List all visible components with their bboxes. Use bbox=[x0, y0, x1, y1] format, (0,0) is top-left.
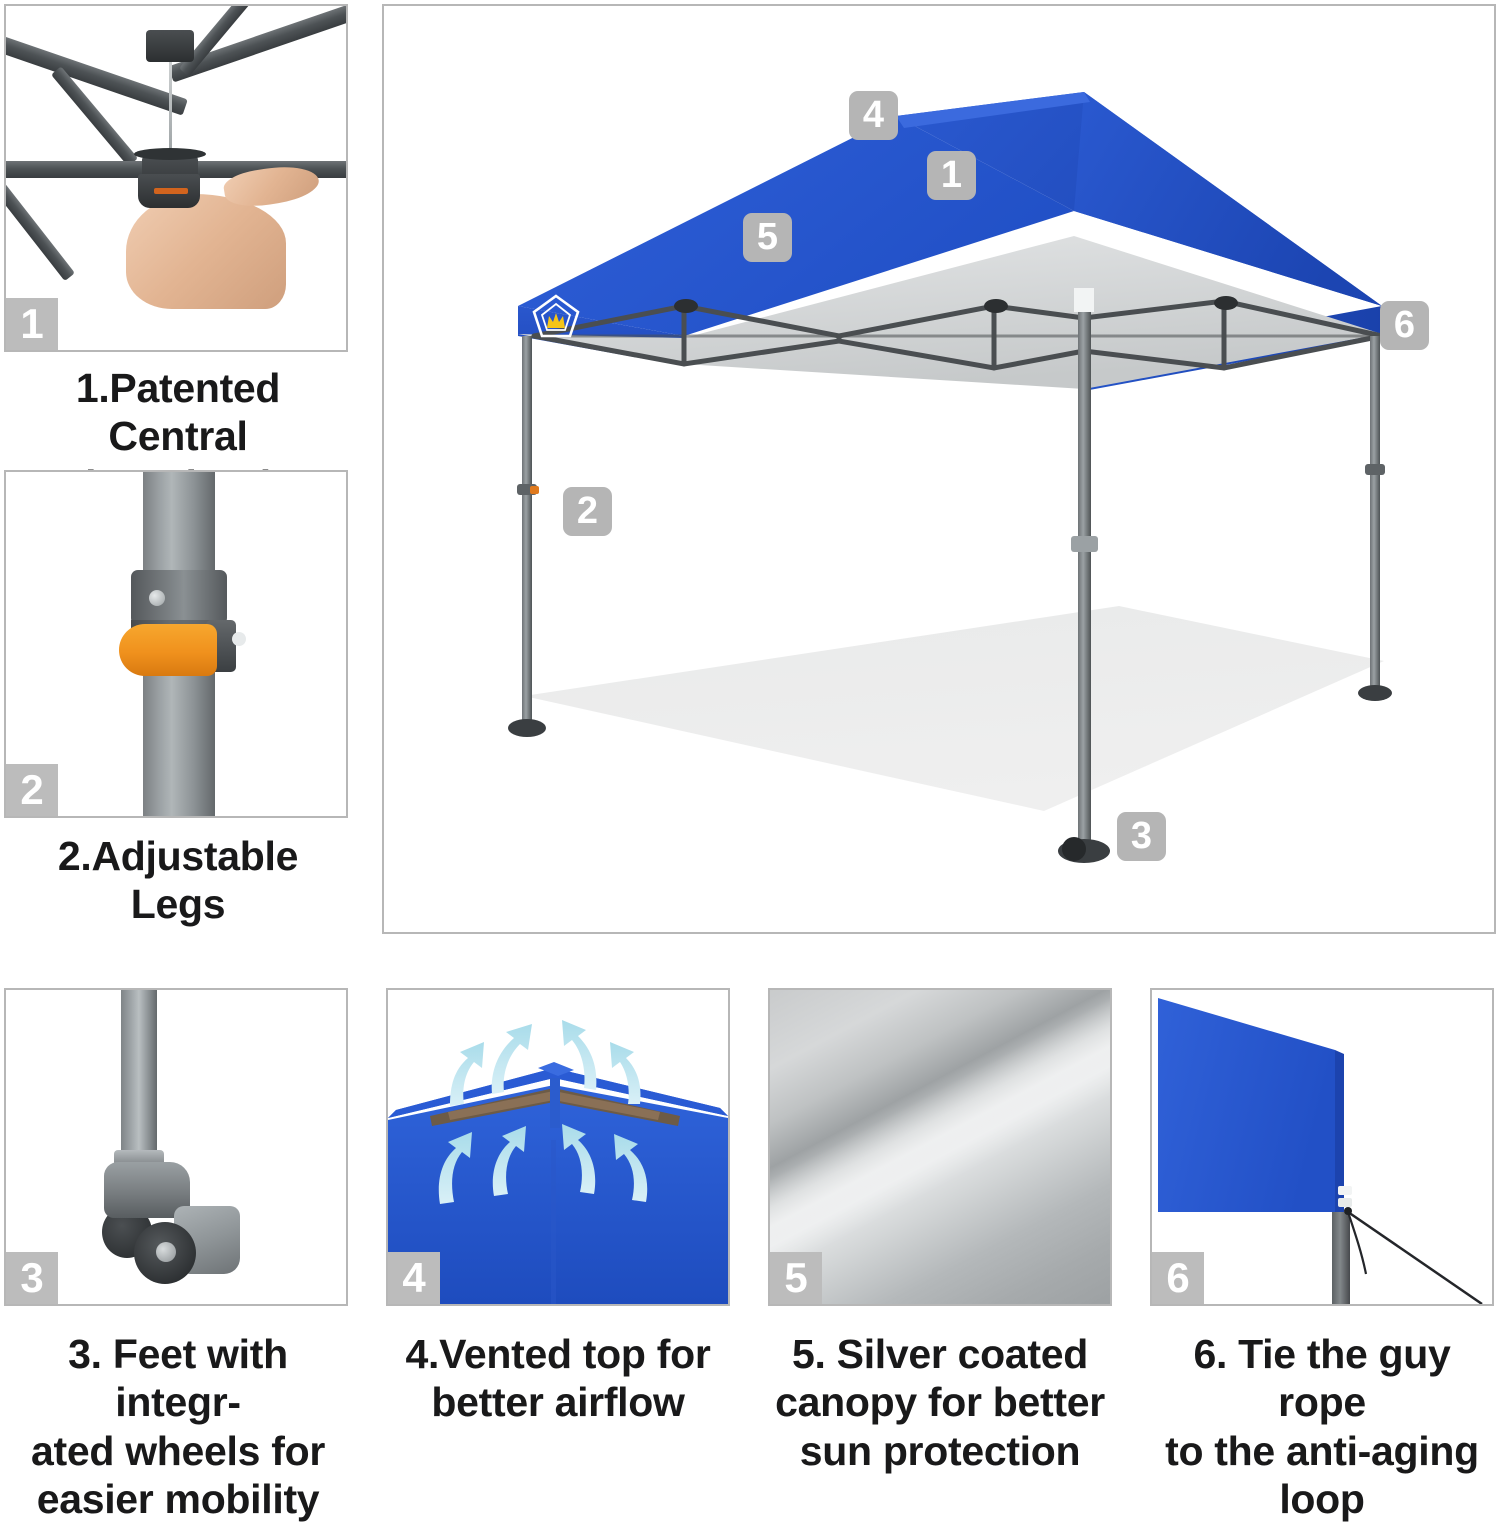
center-seam bbox=[550, 1078, 560, 1128]
hero-canopy-panel: 4 1 5 6 2 3 bbox=[382, 4, 1496, 934]
center-pole bbox=[1078, 306, 1091, 846]
airflow-arrows-lower bbox=[438, 1124, 648, 1204]
pull-cord bbox=[169, 58, 172, 163]
feature-caption-2: 2.Adjustable Legs bbox=[57, 833, 299, 928]
lower-seam bbox=[551, 1140, 556, 1304]
feature-panel-4: 4 bbox=[386, 988, 730, 1306]
roof-ridge bbox=[896, 92, 1090, 128]
foot-pole bbox=[121, 990, 157, 1162]
crown-diamond-logo bbox=[532, 294, 580, 338]
guy-rope-slack bbox=[1346, 1211, 1368, 1275]
leg-right-foot bbox=[1358, 685, 1392, 701]
panel-badge-1: 1 bbox=[6, 298, 58, 350]
feature-caption-5: 5. Silver coated canopy for better sun p… bbox=[775, 1331, 1105, 1474]
canopy-illustration bbox=[508, 92, 1392, 863]
panel-badge-2: 2 bbox=[6, 764, 58, 816]
guy-rope-main bbox=[1347, 1210, 1483, 1304]
leg-front-left-foot bbox=[508, 719, 546, 737]
vent-peak bbox=[538, 1062, 574, 1076]
silver-fabric-sheen bbox=[770, 990, 1110, 1304]
guy-rope-illustration bbox=[1158, 998, 1483, 1304]
lever-pin bbox=[232, 632, 246, 646]
center-foot-wheel bbox=[1062, 837, 1086, 861]
truss-bar-lower-left bbox=[6, 178, 76, 282]
center-pole-cap bbox=[1074, 288, 1094, 312]
truss-bar-upper-right bbox=[168, 6, 346, 83]
leg-right-collar bbox=[1365, 464, 1385, 475]
lock-disc bbox=[134, 148, 206, 160]
canopy-edge-band bbox=[1335, 1050, 1344, 1212]
feature-caption-6: 6. Tie the guy rope to the anti-aging lo… bbox=[1165, 1331, 1479, 1523]
orange-release-tab bbox=[154, 188, 188, 194]
rope-knot bbox=[1344, 1207, 1352, 1215]
hero-callout-2[interactable]: 2 bbox=[563, 487, 612, 536]
ground-shadow bbox=[524, 606, 1384, 811]
feature-panel-1: 1 bbox=[4, 4, 348, 352]
collar-screw bbox=[149, 590, 165, 606]
anti-aging-loop bbox=[1338, 1186, 1352, 1195]
hand bbox=[126, 194, 286, 309]
feature-caption-3: 3. Feet with integr- ated wheels for eas… bbox=[31, 1331, 325, 1523]
corner-pole bbox=[1332, 1212, 1350, 1304]
hero-callout-5[interactable]: 5 bbox=[743, 213, 792, 262]
panel-badge-5: 5 bbox=[770, 1252, 822, 1304]
roof-face-right bbox=[1074, 92, 1382, 306]
feature-panel-3: 3 bbox=[4, 988, 348, 1306]
canopy-lower-body bbox=[388, 1085, 728, 1304]
hero-callout-6[interactable]: 6 bbox=[1380, 301, 1429, 350]
panel-badge-3: 3 bbox=[6, 1252, 58, 1304]
vented-top-illustration bbox=[388, 1020, 728, 1304]
feature-panel-6: 6 bbox=[1150, 988, 1494, 1306]
truss-joints bbox=[674, 296, 1238, 313]
scissor-truss-frame bbox=[531, 298, 1385, 371]
leg-front-left bbox=[522, 336, 532, 726]
center-pole-collar bbox=[1071, 536, 1098, 552]
panel-badge-6: 6 bbox=[1152, 1252, 1204, 1304]
airflow-arrows-upper bbox=[450, 1020, 641, 1106]
infographic-page: 1 1.Patented Central Lock Technology 2 2… bbox=[4, 4, 1496, 1522]
leg-front-left-release bbox=[530, 486, 539, 494]
top-hub bbox=[146, 30, 194, 62]
leg-collar bbox=[131, 570, 227, 625]
feature-panel-2: 2 bbox=[4, 470, 348, 818]
feature-caption-4: 4.Vented top for better airflow bbox=[405, 1331, 711, 1426]
hero-callout-1[interactable]: 1 bbox=[927, 151, 976, 200]
panel-badge-4: 4 bbox=[388, 1252, 440, 1304]
canopy-side-panel bbox=[1158, 998, 1335, 1212]
central-lock-illustration bbox=[6, 6, 346, 350]
leg-right bbox=[1370, 336, 1380, 691]
foot-wheel-hubcap bbox=[156, 1242, 176, 1262]
hero-callout-4[interactable]: 4 bbox=[849, 91, 898, 140]
feature-panel-5: 5 bbox=[768, 988, 1112, 1306]
orange-release-lever bbox=[119, 624, 217, 676]
anti-aging-loop-2 bbox=[1338, 1198, 1352, 1207]
hero-callout-3[interactable]: 3 bbox=[1117, 812, 1166, 861]
